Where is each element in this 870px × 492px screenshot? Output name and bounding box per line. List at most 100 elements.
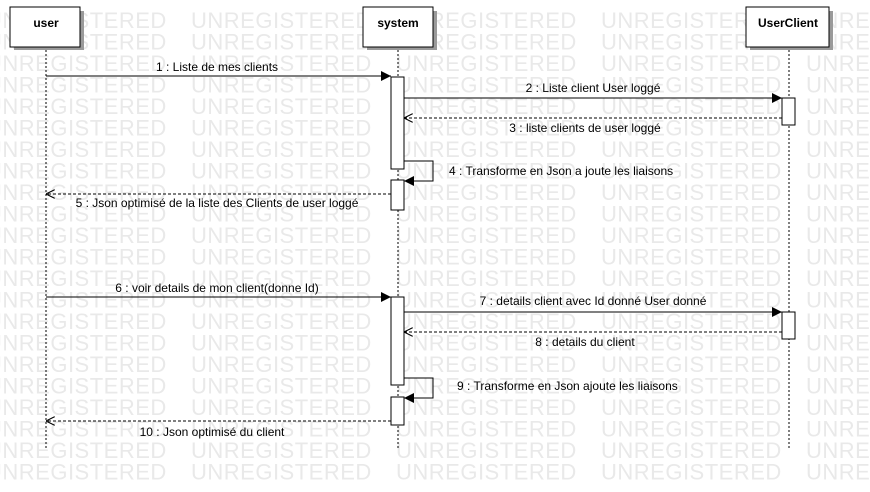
watermark-text: UNREGISTERED xyxy=(191,94,372,119)
watermark: UNREGISTERED UNREGISTERED UNREGISTERED UNRE… xyxy=(0,8,870,485)
watermark-text: UNREGISTERED xyxy=(0,460,167,485)
activation-system-2[interactable] xyxy=(390,179,405,211)
watermark-text: UNREGISTERED xyxy=(191,352,372,377)
watermark-text: UNREGISTERED xyxy=(806,116,870,141)
message-9-arrow[interactable] xyxy=(404,377,434,403)
watermark-text: UNREGISTERED xyxy=(191,51,372,76)
activation-system-3[interactable] xyxy=(390,296,405,386)
watermark-text: UNREGISTERED xyxy=(601,159,782,184)
activation-system-4[interactable] xyxy=(390,396,405,426)
watermark-text: UNREGISTERED xyxy=(0,94,167,119)
watermark-text: UNREGISTERED xyxy=(191,223,372,248)
watermark-text: UNREGISTERED xyxy=(601,51,782,76)
watermark-text: UNREGISTERED xyxy=(601,245,782,270)
message-7-label: 7 : details client avec Id donné User do… xyxy=(480,294,707,308)
message-4-label: 4 : Transforme en Json a joute les liais… xyxy=(449,164,673,178)
watermark-text: UNREGISTERED xyxy=(806,223,870,248)
watermark-text: UNREGISTERED xyxy=(396,460,577,485)
watermark-text: UNREGISTERED xyxy=(396,73,577,98)
message-5-label: 5 : Json optimisé de la liste des Client… xyxy=(76,196,359,210)
message-2-label: 2 : Liste client User loggé xyxy=(526,81,661,95)
watermark-text: UNREGISTERED xyxy=(806,374,870,399)
watermark-text: UNREGISTERED xyxy=(191,309,372,334)
activation-userclient-2[interactable] xyxy=(781,311,796,340)
watermark-text: UNREGISTERED xyxy=(806,460,870,485)
message-8-label: 8 : details du client xyxy=(535,335,635,349)
watermark-text: UNREGISTERED xyxy=(191,180,372,205)
watermark-text: UNREGISTERED xyxy=(396,245,577,270)
watermark-text: UNREGISTERED xyxy=(396,288,577,313)
message-6-label: 6 : voir details de mon client(donne Id) xyxy=(115,281,318,295)
watermark-text: UNREGISTERED xyxy=(396,202,577,227)
watermark-text: UNREGISTERED xyxy=(806,417,870,442)
watermark-text: UNREGISTERED xyxy=(0,223,167,248)
watermark-text: UNREGISTERED xyxy=(396,331,577,356)
watermark-text: UNREGISTERED xyxy=(0,288,167,313)
message-3-label: 3 : liste clients de user loggé xyxy=(509,121,661,135)
watermark-text: UNREGISTERED xyxy=(191,30,372,55)
watermark-text: UNREGISTERED xyxy=(0,374,167,399)
watermark-text: UNREGISTERED xyxy=(0,73,167,98)
watermark-text: UNREGISTERED xyxy=(0,438,167,463)
watermark-text: UNREGISTERED xyxy=(396,116,577,141)
watermark-text: UNREGISTERED xyxy=(601,223,782,248)
watermark-text: UNREGISTERED xyxy=(396,180,577,205)
watermark-text: UNREGISTERED xyxy=(396,309,577,334)
watermark-text: UNREGISTERED xyxy=(806,137,870,162)
watermark-text: UNREGISTERED xyxy=(0,266,167,291)
watermark-text: UNREGISTERED xyxy=(806,180,870,205)
watermark-text: UNREGISTERED xyxy=(396,51,577,76)
participant-user[interactable]: user xyxy=(9,6,84,50)
activation-system-1[interactable] xyxy=(390,76,405,170)
watermark-text: UNREGISTERED xyxy=(191,331,372,356)
watermark-text: UNREGISTERED xyxy=(0,137,167,162)
watermark-text: UNREGISTERED xyxy=(601,309,782,334)
participant-system-label: system xyxy=(377,16,418,30)
watermark-text: UNREGISTERED xyxy=(806,73,870,98)
watermark-text: UNREGISTERED xyxy=(0,395,167,420)
watermark-text: UNREGISTERED xyxy=(0,245,167,270)
watermark-text: UNREGISTERED xyxy=(601,73,782,98)
watermark-text: UNREGISTERED xyxy=(191,137,372,162)
watermark-text: UNREGISTERED xyxy=(601,331,782,356)
watermark-text: UNREGISTERED xyxy=(0,202,167,227)
participant-user-label: user xyxy=(33,16,59,30)
participant-userclient[interactable]: UserClient xyxy=(745,6,833,50)
watermark-text: UNREGISTERED xyxy=(806,288,870,313)
watermark-text: UNREGISTERED xyxy=(601,417,782,442)
watermark-text: UNREGISTERED xyxy=(806,94,870,119)
watermark-text: UNREGISTERED xyxy=(396,137,577,162)
watermark-text: UNREGISTERED xyxy=(191,438,372,463)
watermark-text: UNREGISTERED xyxy=(191,116,372,141)
watermark-text: UNREGISTERED xyxy=(601,352,782,377)
watermark-text: UNREGISTERED xyxy=(396,438,577,463)
watermark-text: UNREGISTERED xyxy=(601,460,782,485)
watermark-text: UNREGISTERED xyxy=(806,266,870,291)
watermark-text: UNREGISTERED xyxy=(0,331,167,356)
watermark-text: UNREGISTERED xyxy=(601,180,782,205)
watermark-text: UNREGISTERED xyxy=(806,202,870,227)
message-9-label: 9 : Transforme en Json ajoute les liaiso… xyxy=(457,379,678,393)
watermark-text: UNREGISTERED xyxy=(396,352,577,377)
participant-system[interactable]: system xyxy=(362,6,437,50)
watermark-text: UNREGISTERED xyxy=(806,352,870,377)
watermark-text: UNREGISTERED xyxy=(806,309,870,334)
watermark-text: UNREGISTERED xyxy=(601,266,782,291)
watermark-text: UNREGISTERED xyxy=(0,51,167,76)
watermark-text: UNREGISTERED xyxy=(396,159,577,184)
watermark-text: UNREGISTERED xyxy=(0,180,167,205)
watermark-text: UNREGISTERED xyxy=(0,352,167,377)
message-4-arrow[interactable] xyxy=(404,160,434,186)
watermark-text: UNREGISTERED xyxy=(806,245,870,270)
participant-userclient-label: UserClient xyxy=(758,16,818,30)
watermark-text: UNREGISTERED xyxy=(601,202,782,227)
watermark-text: UNREGISTERED xyxy=(191,374,372,399)
watermark-text: UNREGISTERED xyxy=(191,266,372,291)
watermark-text: UNREGISTERED xyxy=(601,288,782,313)
watermark-text: UNREGISTERED xyxy=(396,266,577,291)
watermark-text: UNREGISTERED xyxy=(601,438,782,463)
watermark-text: UNREGISTERED xyxy=(601,137,782,162)
watermark-text: UNREGISTERED xyxy=(191,288,372,313)
watermark-text: UNREGISTERED xyxy=(191,8,372,33)
activation-userclient-1[interactable] xyxy=(781,97,796,126)
